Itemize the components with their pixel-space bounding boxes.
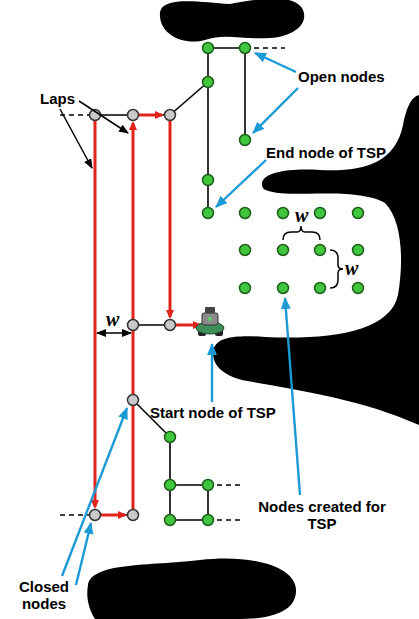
tsp-node: [240, 283, 251, 294]
graph-edge: [244, 48, 246, 140]
lap-arrow: [94, 121, 97, 507]
tsp-node: [315, 245, 326, 256]
closed-node: [90, 510, 101, 521]
tsp-node: [315, 208, 326, 219]
callout-label: Start node of TSP: [150, 404, 276, 421]
open-node: [203, 43, 214, 54]
robot-body: [202, 313, 218, 325]
open-node: [165, 515, 176, 526]
closed-node: [165, 110, 176, 121]
obstacle: [160, 0, 304, 42]
obstacle: [87, 558, 296, 619]
graph-edge: [169, 437, 171, 520]
leader-arrow: [211, 344, 213, 402]
leader-arrow: [76, 523, 91, 585]
dimension-label: w: [295, 205, 308, 225]
open-node: [240, 135, 251, 146]
lap-arrow: [169, 121, 172, 317]
open-node: [203, 208, 214, 219]
leader-arrow: [62, 408, 127, 576]
dimension-label: w: [345, 258, 358, 278]
open-node: [203, 77, 214, 88]
open-node: [165, 432, 176, 443]
leader-arrow: [255, 53, 296, 72]
robot-light: [208, 317, 212, 321]
callout-label: Laps: [40, 90, 75, 107]
leader-arrow: [285, 298, 300, 495]
open-node: [240, 43, 251, 54]
tsp-node: [240, 208, 251, 219]
brace: [283, 226, 320, 240]
open-node: [203, 175, 214, 186]
closed-node: [128, 510, 139, 521]
robot: [196, 307, 224, 336]
lap-arrow: [132, 123, 135, 509]
robot-sensor: [205, 307, 215, 313]
tsp-node: [278, 283, 289, 294]
open-node: [203, 480, 214, 491]
dimension-arrow: [97, 332, 131, 333]
leader-arrow: [253, 88, 298, 133]
callout-label: Open nodes: [298, 68, 385, 85]
closed-node: [165, 320, 176, 331]
lap-arrow: [101, 514, 125, 517]
tsp-node: [278, 245, 289, 256]
brace: [330, 250, 343, 288]
tsp-node: [353, 245, 364, 256]
dimension-label: w: [106, 309, 119, 329]
callout-label: Nodes created for TSP: [258, 498, 386, 532]
callout-label: End node of TSP: [266, 144, 386, 161]
tsp-node: [315, 283, 326, 294]
tsp-node: [353, 208, 364, 219]
lap-arrow: [139, 114, 162, 117]
leader-arrow: [79, 101, 128, 133]
open-node: [203, 515, 214, 526]
tsp-node: [240, 245, 251, 256]
graph-edge: [170, 82, 208, 115]
callout-label: Closed nodes: [12, 578, 76, 612]
graph-edge: [207, 48, 209, 213]
tsp-node: [278, 208, 289, 219]
closed-node: [128, 320, 139, 331]
tsp-node: [353, 283, 364, 294]
leader-arrow: [60, 109, 92, 168]
leader-arrow: [216, 160, 266, 207]
closed-node: [128, 395, 139, 406]
open-node: [165, 480, 176, 491]
obstacle: [213, 95, 419, 425]
closed-node: [128, 110, 139, 121]
